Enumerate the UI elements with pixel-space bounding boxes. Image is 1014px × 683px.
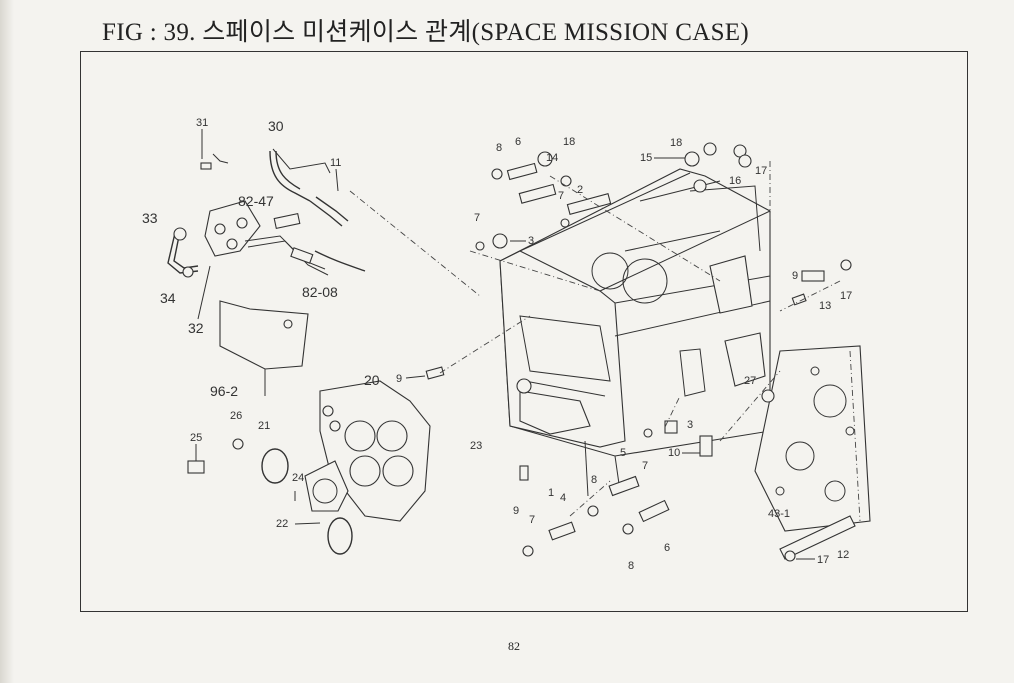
callout-33: 33 bbox=[142, 210, 158, 226]
callout-11: 11 bbox=[330, 157, 341, 169]
callout-18-b: 18 bbox=[670, 137, 682, 149]
callout-32: 32 bbox=[188, 320, 204, 336]
front-cover-20 bbox=[187, 380, 431, 555]
callout-1: 1 bbox=[548, 487, 554, 499]
leader-lines bbox=[349, 161, 841, 517]
callout-labels: 31 30 11 82-47 33 34 32 82-08 96-2 20 9 … bbox=[142, 117, 852, 572]
callout-15: 15 bbox=[640, 152, 652, 164]
callout-96-2: 96-2 bbox=[210, 383, 238, 399]
callout-23: 23 bbox=[470, 440, 482, 452]
callout-7-a: 7 bbox=[558, 190, 564, 202]
callout-6-b: 6 bbox=[664, 542, 670, 554]
callout-2: 2 bbox=[577, 184, 583, 196]
callout-82-47: 82-47 bbox=[238, 193, 274, 209]
callout-3-a: 3 bbox=[528, 235, 534, 247]
plate-43-1 bbox=[754, 345, 871, 532]
callout-6-a: 6 bbox=[515, 136, 521, 148]
callout-22: 22 bbox=[276, 518, 288, 530]
callout-82-08: 82-08 bbox=[302, 284, 338, 300]
callout-26: 26 bbox=[230, 410, 242, 422]
callout-3-b: 3 bbox=[687, 419, 693, 431]
diagram-frame bbox=[80, 51, 968, 612]
callout-30: 30 bbox=[268, 118, 284, 134]
callout-17-c: 17 bbox=[817, 554, 829, 566]
page-number: 82 bbox=[508, 639, 520, 653]
callout-5: 5 bbox=[620, 447, 626, 459]
callout-27: 27 bbox=[744, 375, 756, 387]
callout-14: 14 bbox=[546, 152, 558, 164]
callout-7-c: 7 bbox=[642, 460, 648, 472]
callout-43-1: 43-1 bbox=[768, 508, 790, 520]
callout-17-b: 17 bbox=[840, 290, 852, 302]
callout-9-a: 9 bbox=[396, 373, 402, 385]
callout-24: 24 bbox=[292, 472, 304, 484]
callout-8-c: 8 bbox=[628, 560, 634, 572]
callout-13: 13 bbox=[819, 300, 831, 312]
callout-9-c: 9 bbox=[513, 505, 519, 517]
exploded-parts-diagram: 31 30 11 82-47 33 34 32 82-08 96-2 20 9 … bbox=[142, 117, 871, 572]
callout-9-b: 9 bbox=[792, 270, 798, 282]
callout-25: 25 bbox=[190, 432, 202, 444]
callout-12: 12 bbox=[837, 549, 849, 561]
callout-8-b: 8 bbox=[591, 474, 597, 486]
callout-7-b: 7 bbox=[474, 212, 480, 224]
callout-10: 10 bbox=[668, 447, 680, 459]
callout-20: 20 bbox=[364, 372, 380, 388]
callout-21: 21 bbox=[258, 420, 270, 432]
fasteners bbox=[425, 142, 856, 562]
callout-34: 34 bbox=[160, 290, 176, 306]
callout-16: 16 bbox=[729, 175, 741, 187]
binding-edge bbox=[0, 0, 14, 683]
pipe-assembly bbox=[167, 148, 366, 396]
callout-8-a: 8 bbox=[496, 142, 502, 154]
mission-case bbox=[499, 168, 771, 497]
callout-18-a: 18 bbox=[563, 136, 575, 148]
callout-7-d: 7 bbox=[529, 514, 535, 526]
callout-17-a: 17 bbox=[755, 165, 767, 177]
callout-31: 31 bbox=[196, 117, 208, 129]
callout-4: 4 bbox=[560, 492, 566, 504]
figure-title: FIG : 39. 스페이스 미션케이스 관계(SPACE MISSION CA… bbox=[102, 19, 749, 46]
